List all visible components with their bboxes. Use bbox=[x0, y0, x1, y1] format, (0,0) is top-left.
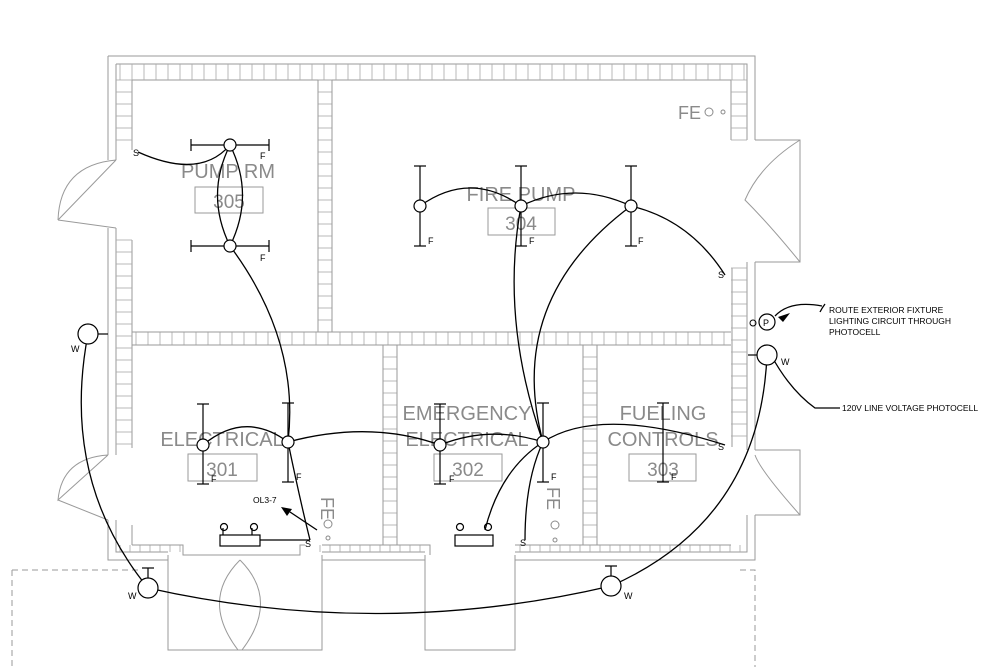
panel-terminal bbox=[455, 522, 465, 532]
fixture-f-label: F bbox=[296, 472, 302, 482]
panels: OL3-7 bbox=[219, 495, 494, 547]
fe-icon bbox=[323, 519, 333, 529]
interior-walls bbox=[132, 80, 731, 556]
fixture-f-label: F bbox=[638, 236, 644, 246]
fixture-emergency-1 bbox=[433, 438, 447, 452]
room-name-pump: PUMP RM bbox=[181, 161, 275, 183]
photocell-sensor bbox=[749, 319, 757, 327]
room-name-emergency: EMERGENCY bbox=[403, 403, 532, 425]
note-exterior-3: PHOTOCELL bbox=[829, 327, 881, 337]
fe-icon bbox=[550, 520, 560, 530]
wall-fixture-w-label: W bbox=[781, 357, 790, 367]
light-fixtures: F F F F F F F F bbox=[190, 138, 677, 485]
room-number-box-302 bbox=[433, 453, 503, 482]
fe-label-emergency: FE bbox=[543, 487, 563, 510]
panel-terminal bbox=[219, 522, 229, 532]
fixture-f-label: F bbox=[551, 472, 557, 482]
switch-label: S bbox=[520, 538, 526, 548]
fixture-firepump-1 bbox=[413, 199, 427, 213]
fixture-f-label: F bbox=[260, 151, 266, 161]
fixture-pump-1 bbox=[223, 138, 237, 152]
fixture-pump-2 bbox=[223, 239, 237, 253]
note-exterior-1: ROUTE EXTERIOR FIXTURE bbox=[829, 305, 944, 315]
fixture-f-label: F bbox=[671, 472, 677, 482]
fixture-electrical-1 bbox=[196, 438, 210, 452]
room-number-302: 302 bbox=[452, 460, 484, 481]
fixture-firepump-2 bbox=[514, 199, 528, 213]
fixture-electrical-2 bbox=[281, 435, 295, 449]
switch-label: S bbox=[133, 148, 139, 158]
panel-electrical bbox=[219, 534, 261, 547]
fixture-emergency-2 bbox=[536, 435, 550, 449]
photocell-symbol bbox=[758, 313, 776, 331]
wall-fixtures: W W W W P bbox=[71, 313, 790, 601]
panel-terminal bbox=[222, 528, 253, 535]
panel-terminal bbox=[483, 522, 493, 532]
note-exterior-2: LIGHTING CIRCUIT THROUGH bbox=[829, 316, 951, 326]
fixture-f-label: F bbox=[449, 474, 455, 484]
wall-fixture-se bbox=[600, 575, 622, 597]
room-number-305: 305 bbox=[213, 192, 245, 213]
circuit-wiring bbox=[80, 144, 840, 615]
fixture-f-label: F bbox=[529, 236, 535, 246]
wall-fixture-west bbox=[77, 323, 99, 345]
switch-label: S bbox=[718, 442, 724, 452]
brick-hatch-top bbox=[116, 64, 747, 552]
room-name-electrical: ELECTRICAL bbox=[160, 429, 283, 451]
exterior-walls bbox=[107, 55, 756, 561]
fixture-f-label: F bbox=[428, 236, 434, 246]
doors bbox=[11, 139, 801, 667]
fe-label-electrical: FE bbox=[317, 497, 337, 520]
wall-fixture-east bbox=[756, 344, 778, 366]
switches: S S S S S bbox=[133, 148, 724, 549]
arrow-head bbox=[778, 313, 790, 322]
wall-fixture-sw bbox=[137, 577, 159, 599]
wall-fixture-w-label: W bbox=[128, 591, 137, 601]
switch-label: S bbox=[305, 539, 311, 549]
room-number-box-301 bbox=[187, 453, 258, 482]
note-photocell: 120V LINE VOLTAGE PHOTOCELL bbox=[842, 403, 978, 413]
notes: ROUTE EXTERIOR FIXTURE LIGHTING CIRCUIT … bbox=[829, 305, 978, 413]
photocell-p-label: P bbox=[763, 318, 769, 328]
panel-terminal bbox=[249, 522, 259, 532]
fe-icon bbox=[720, 109, 726, 115]
fixture-firepump-3 bbox=[624, 199, 638, 213]
arrow-head bbox=[281, 507, 292, 516]
room-number-301: 301 bbox=[206, 460, 238, 481]
room-number-box-305 bbox=[194, 186, 264, 214]
fe-icon bbox=[704, 107, 714, 117]
fe-icon bbox=[325, 535, 331, 541]
switch-label: S bbox=[718, 270, 724, 280]
fe-label-fire-pump: FE bbox=[678, 103, 701, 123]
panel-ref-label: OL3-7 bbox=[253, 495, 277, 505]
wall-fixture-w-label: W bbox=[71, 344, 80, 354]
fire-extinguishers: FE FE FE bbox=[317, 103, 726, 543]
wall-fixture-w-label: W bbox=[624, 591, 633, 601]
fixture-f-label: F bbox=[211, 474, 217, 484]
fixture-f-label: F bbox=[260, 253, 266, 263]
fe-icon bbox=[552, 537, 558, 543]
panel-emergency bbox=[454, 534, 494, 547]
